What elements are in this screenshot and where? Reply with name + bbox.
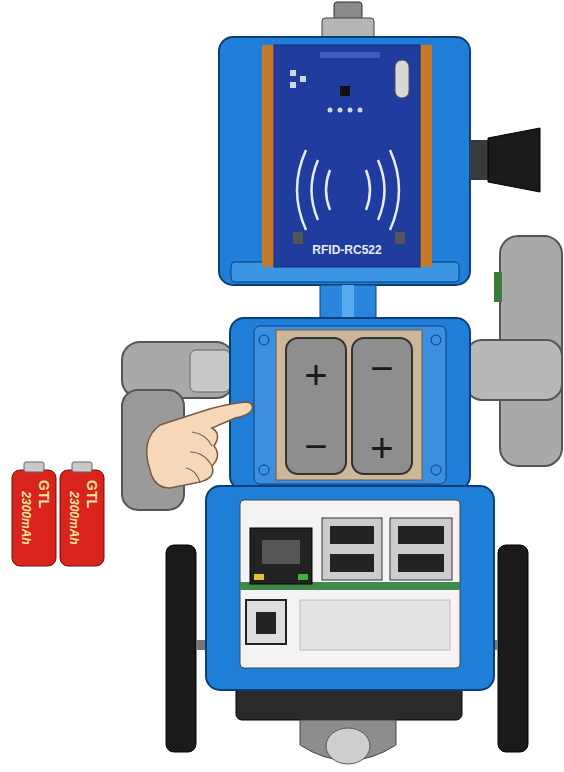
torso-housing [431, 465, 441, 475]
torso-housing [259, 335, 269, 345]
ethernet-port [250, 528, 312, 584]
battery-brand: GTL [85, 480, 99, 508]
base-housing [240, 500, 460, 668]
rfid-board [300, 76, 306, 82]
neck [320, 285, 376, 321]
battery-holder [276, 330, 422, 480]
left-arm [190, 350, 230, 392]
rfid-board [297, 150, 399, 230]
right-arm [494, 272, 502, 302]
rfid-board [297, 150, 306, 230]
rfid-board [274, 45, 420, 267]
battery-brand: GTL [37, 480, 51, 508]
right-arm [466, 236, 562, 466]
usb-port [398, 554, 444, 572]
pointing-hand [147, 402, 253, 488]
top-knob [334, 2, 362, 20]
base-housing [300, 600, 450, 650]
battery-holder [352, 338, 412, 474]
usb-port [322, 518, 382, 580]
polarity-sign: − [370, 348, 393, 388]
rfid-board [328, 108, 333, 113]
rfid-board [340, 86, 350, 96]
rfid-board [262, 45, 432, 267]
rfid-board [395, 60, 409, 98]
caster-ball [236, 686, 462, 720]
battery-holder [276, 330, 422, 480]
side-knob [470, 128, 540, 192]
usb-port [330, 554, 374, 572]
wheel [498, 545, 528, 752]
top-knob [322, 2, 374, 40]
torso-housing [431, 335, 441, 345]
ethernet-port [254, 574, 264, 580]
rfid-board [338, 108, 343, 113]
right-arm [466, 340, 562, 400]
rfid-board [378, 160, 385, 220]
pointing-hand [147, 402, 253, 488]
polarity-sign: − [304, 426, 327, 466]
battery-holder [286, 338, 346, 474]
usb-port [398, 526, 444, 544]
polarity-sign: + [304, 355, 327, 395]
polarity-sign: + [370, 428, 393, 468]
rfid-board [320, 52, 380, 58]
rfid-board [290, 82, 296, 88]
usb-b-port [256, 612, 276, 634]
torso-housing [230, 318, 470, 490]
rfid-board [390, 150, 399, 230]
battery-capacity: 2300mAh [20, 491, 32, 544]
torso-housing [254, 326, 446, 484]
usb-port [390, 518, 452, 580]
rfid-board [293, 232, 303, 244]
usb-port [330, 526, 374, 544]
head-housing [219, 37, 470, 285]
rfid-board [290, 70, 296, 76]
torso-housing [259, 465, 269, 475]
caster-ball [236, 686, 462, 764]
usb-b-port [246, 600, 286, 644]
side-knob [470, 140, 488, 180]
side-knob [488, 128, 540, 192]
battery-cell [60, 470, 104, 566]
base-housing [206, 486, 494, 690]
wheel [166, 545, 196, 752]
caster-ball [326, 728, 370, 764]
battery-capacity: 2300mAh [68, 491, 80, 544]
rfid-board [358, 108, 363, 113]
torso-housing [230, 318, 470, 490]
pointing-hand [186, 432, 212, 482]
neck [320, 285, 376, 321]
rfid-board [312, 160, 319, 220]
rfid-board [262, 45, 432, 267]
head-housing [219, 37, 470, 285]
board-label: RFID-RC522 [312, 244, 381, 256]
base-housing [206, 486, 494, 690]
battery-cell [72, 462, 92, 472]
neck [342, 285, 354, 321]
usb-b-port [246, 600, 286, 644]
ethernet-port [250, 528, 312, 584]
rfid-board [395, 232, 405, 244]
rfid-board [366, 170, 370, 210]
rfid-board [348, 108, 353, 113]
rfid-board [326, 170, 330, 210]
battery-cell [24, 462, 44, 472]
battery-cell [12, 462, 104, 566]
ethernet-port [298, 574, 308, 580]
usb-port [322, 518, 452, 580]
ethernet-port [262, 540, 300, 564]
battery-cell [12, 470, 56, 566]
